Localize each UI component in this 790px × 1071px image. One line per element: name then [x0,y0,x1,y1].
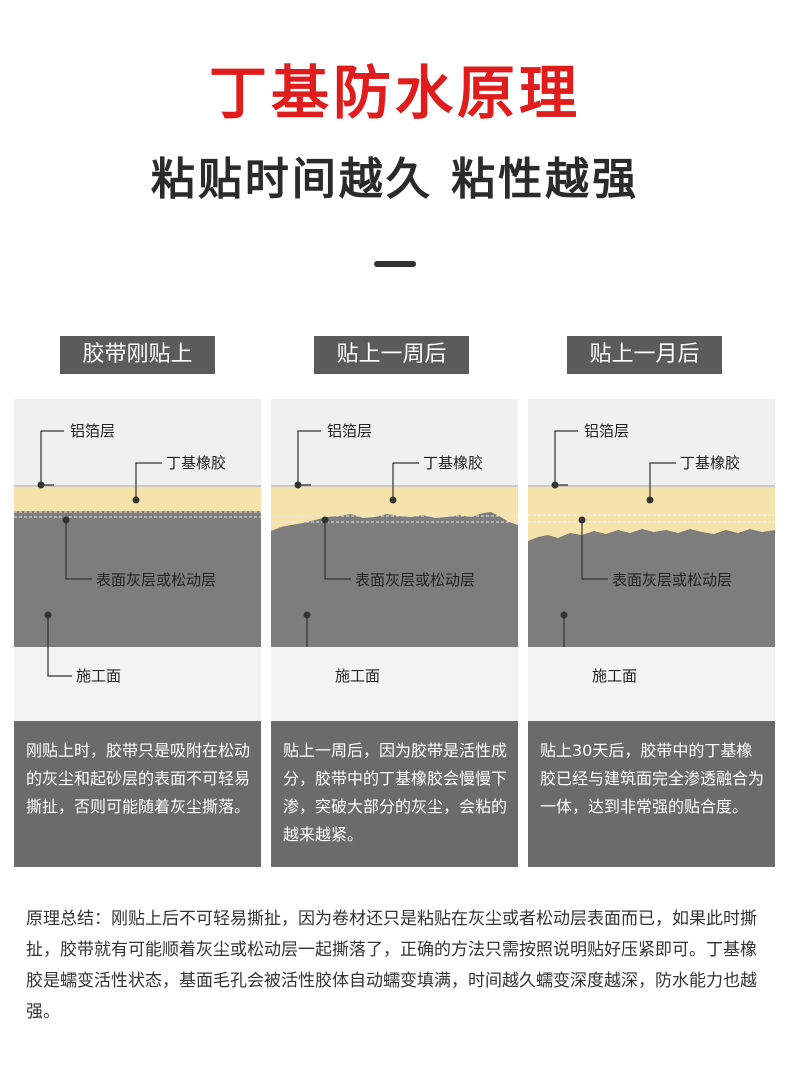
stage-badge-3: 贴上一月后 [567,336,722,374]
layer-diagram-1 [14,430,261,677]
stage-badge-2: 贴上一周后 [314,336,469,374]
label-surface: 表面灰层或松动层 [612,571,733,589]
label-base: 施工面 [335,667,381,685]
page-subtitle: 粘贴时间越久 粘性越强 [150,154,640,205]
stage-description-3: 贴上30天后，胶带中的丁基橡胶已经与建筑面完全渗透融合为一体，达到非常强的贴合度… [528,721,775,867]
label-base: 施工面 [592,667,638,685]
label-rubber: 丁基橡胶 [680,454,741,472]
label-rubber: 丁基橡胶 [423,454,484,472]
stage-description-2: 贴上一周后，因为胶带是活性成分，胶带中的丁基橡胶会慢慢下渗，突破大部分的灰尘，会… [271,721,518,867]
dust-loose-layer [14,511,261,647]
stage-panel-1: 铝箔层 丁基橡胶 表面灰层或松动层 施工面 刚贴上时，胶带只是吸附在松动的灰尘和… [14,399,261,867]
label-foil: 铝箔层 [70,422,116,440]
stage-panel-2: 铝箔层 丁基橡胶 表面灰层或松动层 施工面 贴上一周后，因为胶带是活性成分，胶带… [271,399,518,867]
label-surface: 表面灰层或松动层 [355,571,476,589]
base-zone [528,647,775,721]
air-zone [14,399,261,487]
label-foil: 铝箔层 [327,422,373,440]
label-foil: 铝箔层 [584,422,630,440]
air-zone [528,399,775,487]
foil-layer [14,485,261,487]
stage-panel-3: 铝箔层 丁基橡胶 表面灰层或松动层 施工面 贴上30天后，胶带中的丁基橡胶已经与… [528,399,775,867]
stage-description-1: 刚贴上时，胶带只是吸附在松动的灰尘和起砂层的表面不可轻易撕扯，否则可能随着灰尘撕… [14,721,261,867]
layer-diagram-3 [528,430,775,677]
title-divider [374,261,416,267]
summary-text: 原理总结：刚贴上后不可轻易撕扯，因为卷材还只是粘贴在灰尘或者松动层表面而已，如果… [26,909,757,1022]
label-surface: 表面灰层或松动层 [96,571,217,589]
label-rubber: 丁基橡胶 [166,454,227,472]
layer-diagram-2 [271,430,518,677]
label-base: 施工面 [76,667,122,685]
base-zone [271,647,518,721]
foil-layer [528,485,775,487]
air-zone [271,399,518,487]
stage-badge-1: 胶带刚贴上 [60,336,215,374]
base-zone [14,647,261,721]
foil-layer [271,485,518,487]
page-title: 丁基防水原理 [208,59,581,127]
